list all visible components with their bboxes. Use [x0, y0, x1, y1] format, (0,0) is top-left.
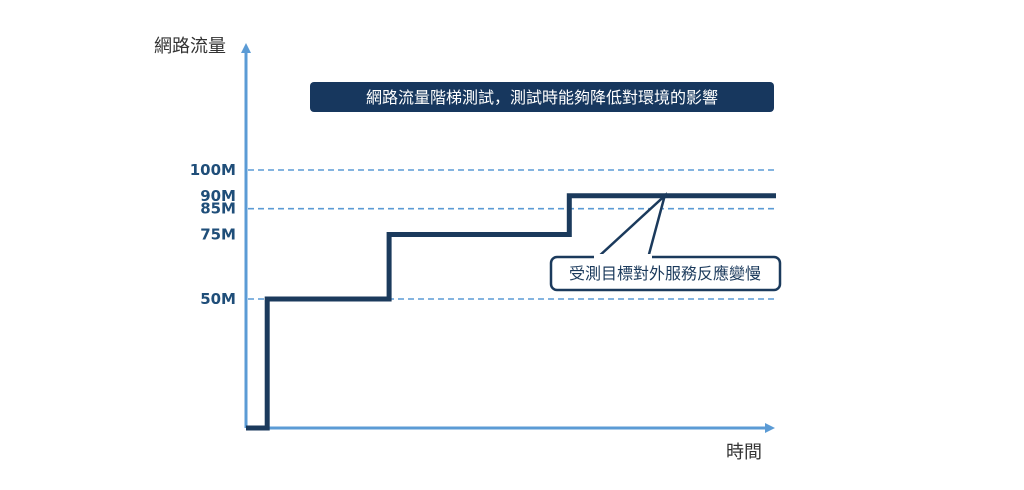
reference-dashed-lines [248, 169, 776, 300]
x-axis-label: 時間 [726, 442, 762, 463]
callout-text: 受測目標對外服務反應變慢 [569, 264, 761, 283]
callout-box [549, 255, 782, 292]
y-axis-label: 網路流量 [154, 36, 226, 57]
title-banner [310, 82, 774, 112]
callout-pointer-mask [594, 254, 652, 260]
tick-label-85M: 85M [200, 200, 236, 218]
traffic-step-line [246, 193, 776, 431]
tick-label-100M: 100M [190, 161, 236, 179]
callout-pointer [593, 191, 668, 260]
callout: 受測目標對外服務反應變慢 [549, 191, 782, 292]
tick-label-75M: 75M [200, 226, 236, 244]
tick-label-90M: 90M [200, 187, 236, 205]
tick-label-50M: 50M [200, 290, 236, 308]
chart-title: 網路流量階梯測試，測試時能夠降低對環境的影響 [366, 88, 718, 107]
